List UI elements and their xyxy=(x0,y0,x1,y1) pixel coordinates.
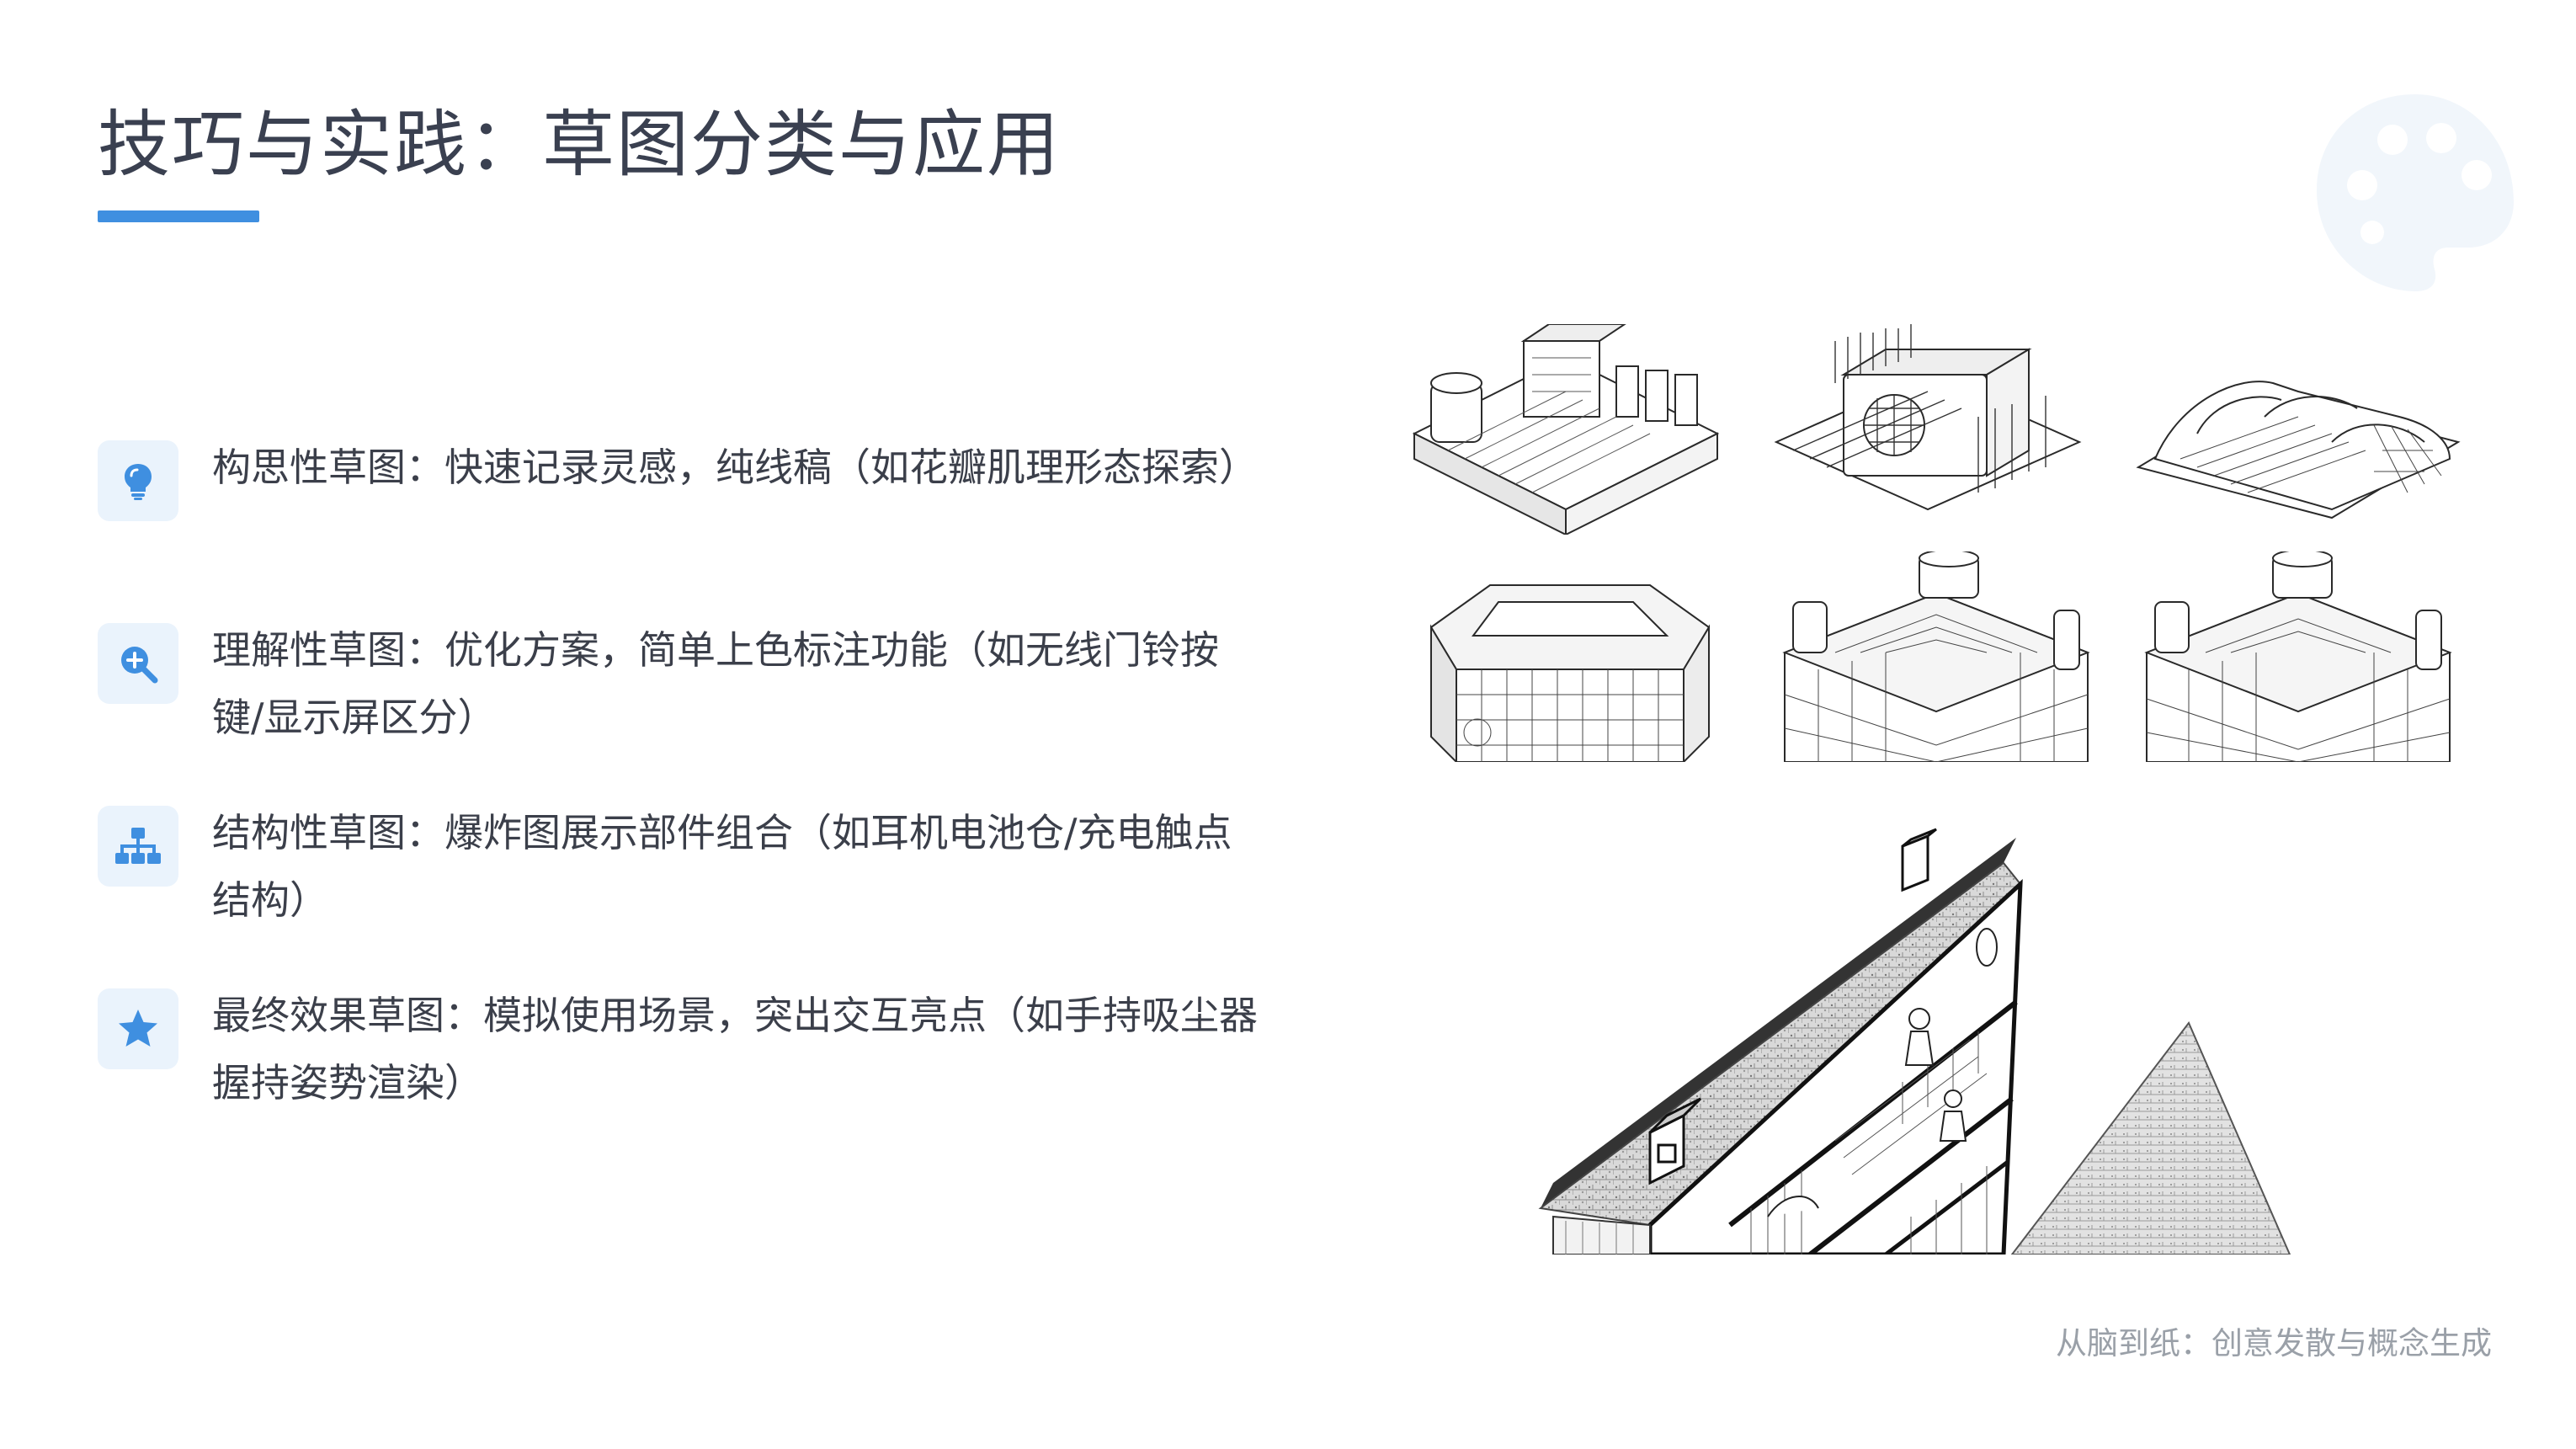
page-title: 技巧与实践：草图分类与应用 xyxy=(98,103,1061,187)
concept-sketch-image-4 xyxy=(1429,584,1711,762)
list-item-text: 构思性草图：快速记录灵感，纯线稿（如花瓣肌理形态探索） xyxy=(212,445,1258,490)
palette-icon xyxy=(2317,94,2514,291)
concept-sketch-image-6 xyxy=(2144,551,2452,762)
concept-sketch-image-5 xyxy=(1782,551,2090,762)
concept-sketch-image-3 xyxy=(2136,381,2461,519)
list-item-text: 结构性草图：爆炸图展示部件组合（如耳机电池仓/充电触点结构） xyxy=(212,810,1232,923)
lightbulb-icon xyxy=(98,440,178,521)
footer-caption: 从脑到纸：创意发散与概念生成 xyxy=(2056,1325,2492,1361)
star-icon xyxy=(98,988,178,1069)
house-cutaway-sketch-image xyxy=(1538,828,2291,1255)
title-underline xyxy=(98,210,259,222)
concept-sketch-image-2 xyxy=(1774,324,2082,511)
zoom-in-icon xyxy=(98,623,178,704)
sitemap-icon xyxy=(98,806,178,887)
concept-sketch-image-1 xyxy=(1412,324,1720,535)
list-item-text: 最终效果草图：模拟使用场景，突出交互亮点（如手持吸尘器握持姿势渲染） xyxy=(212,993,1258,1105)
list-item-text: 理解性草图：优化方案，简单上色标注功能（如无线门铃按键/显示屏区分） xyxy=(212,627,1219,740)
